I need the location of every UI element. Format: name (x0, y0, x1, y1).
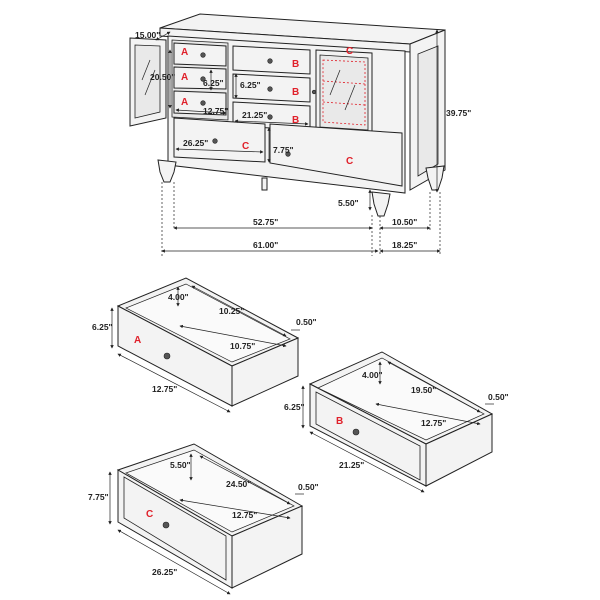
dresser-dimensions (155, 29, 441, 256)
dim-inner-width: 52.75" (253, 217, 278, 227)
dim-overall-height: 39.75" (446, 108, 471, 118)
drawer-a-width: 12.75" (152, 384, 177, 394)
dim-overall-width: 61.00" (253, 240, 278, 250)
drawer-c-height: 7.75" (88, 492, 109, 502)
drawer-a-side-thickness: 0.50" (296, 317, 317, 327)
drawer-b-side-thickness: 0.50" (488, 392, 509, 402)
dim-drawer-a-height: 6.25" (203, 78, 224, 88)
drawer-b-label: B (336, 416, 343, 427)
dim-drawer-b-height: 6.25" (240, 80, 261, 90)
label-b-1: B (292, 59, 299, 70)
label-a-3: A (181, 97, 188, 108)
drawer-a-inner-length: 10.25" (219, 306, 244, 316)
dim-depth-top: 15.00" (135, 30, 160, 40)
drawer-b-drawing (301, 351, 494, 493)
dim-door-height: 20.50" (150, 72, 175, 82)
dresser-drawing (129, 13, 446, 217)
drawer-b-inner-length: 19.50" (411, 385, 436, 395)
label-c-1: C (242, 141, 249, 152)
drawer-b-inner-depth: 4.00" (362, 370, 383, 380)
dim-drawer-b-width: 21.25" (242, 110, 267, 120)
dim-leg-height: 5.50" (338, 198, 359, 208)
dim-side-inner-depth: 10.50" (392, 217, 417, 227)
label-a-1: A (181, 47, 188, 58)
dim-drawer-c-width: 26.25" (183, 138, 208, 148)
drawer-a-label: A (134, 335, 141, 346)
label-c-2: C (346, 156, 353, 167)
dim-side-depth: 18.25" (392, 240, 417, 250)
dim-drawer-a-width: 12.75" (203, 106, 228, 116)
label-b-3: B (292, 115, 299, 126)
drawer-a-drawing (110, 277, 300, 413)
label-a-2: A (181, 72, 188, 83)
drawer-a-inner-depth: 4.00" (168, 292, 189, 302)
drawer-c-side-thickness: 0.50" (298, 482, 319, 492)
drawer-c-inner-length: 24.50" (226, 479, 251, 489)
drawer-c-inner-depth: 5.50" (170, 460, 191, 470)
drawer-c-width: 26.25" (152, 567, 177, 577)
dim-drawer-c-height: 7.75" (273, 145, 294, 155)
drawer-c-label: C (146, 509, 153, 520)
drawer-c-drawing (108, 443, 304, 595)
drawer-a-height: 6.25" (92, 322, 113, 332)
label-c-door: C (346, 46, 353, 57)
drawer-b-height: 6.25" (284, 402, 305, 412)
leg-left (157, 159, 177, 183)
label-b-2: B (292, 87, 299, 98)
drawer-c-inner-width: 12.75" (232, 510, 257, 520)
drawer-a-inner-width: 10.75" (230, 341, 255, 351)
drawer-b-width: 21.25" (339, 460, 364, 470)
leg-front-right (371, 191, 391, 217)
drawer-b-inner-width: 12.75" (421, 418, 446, 428)
